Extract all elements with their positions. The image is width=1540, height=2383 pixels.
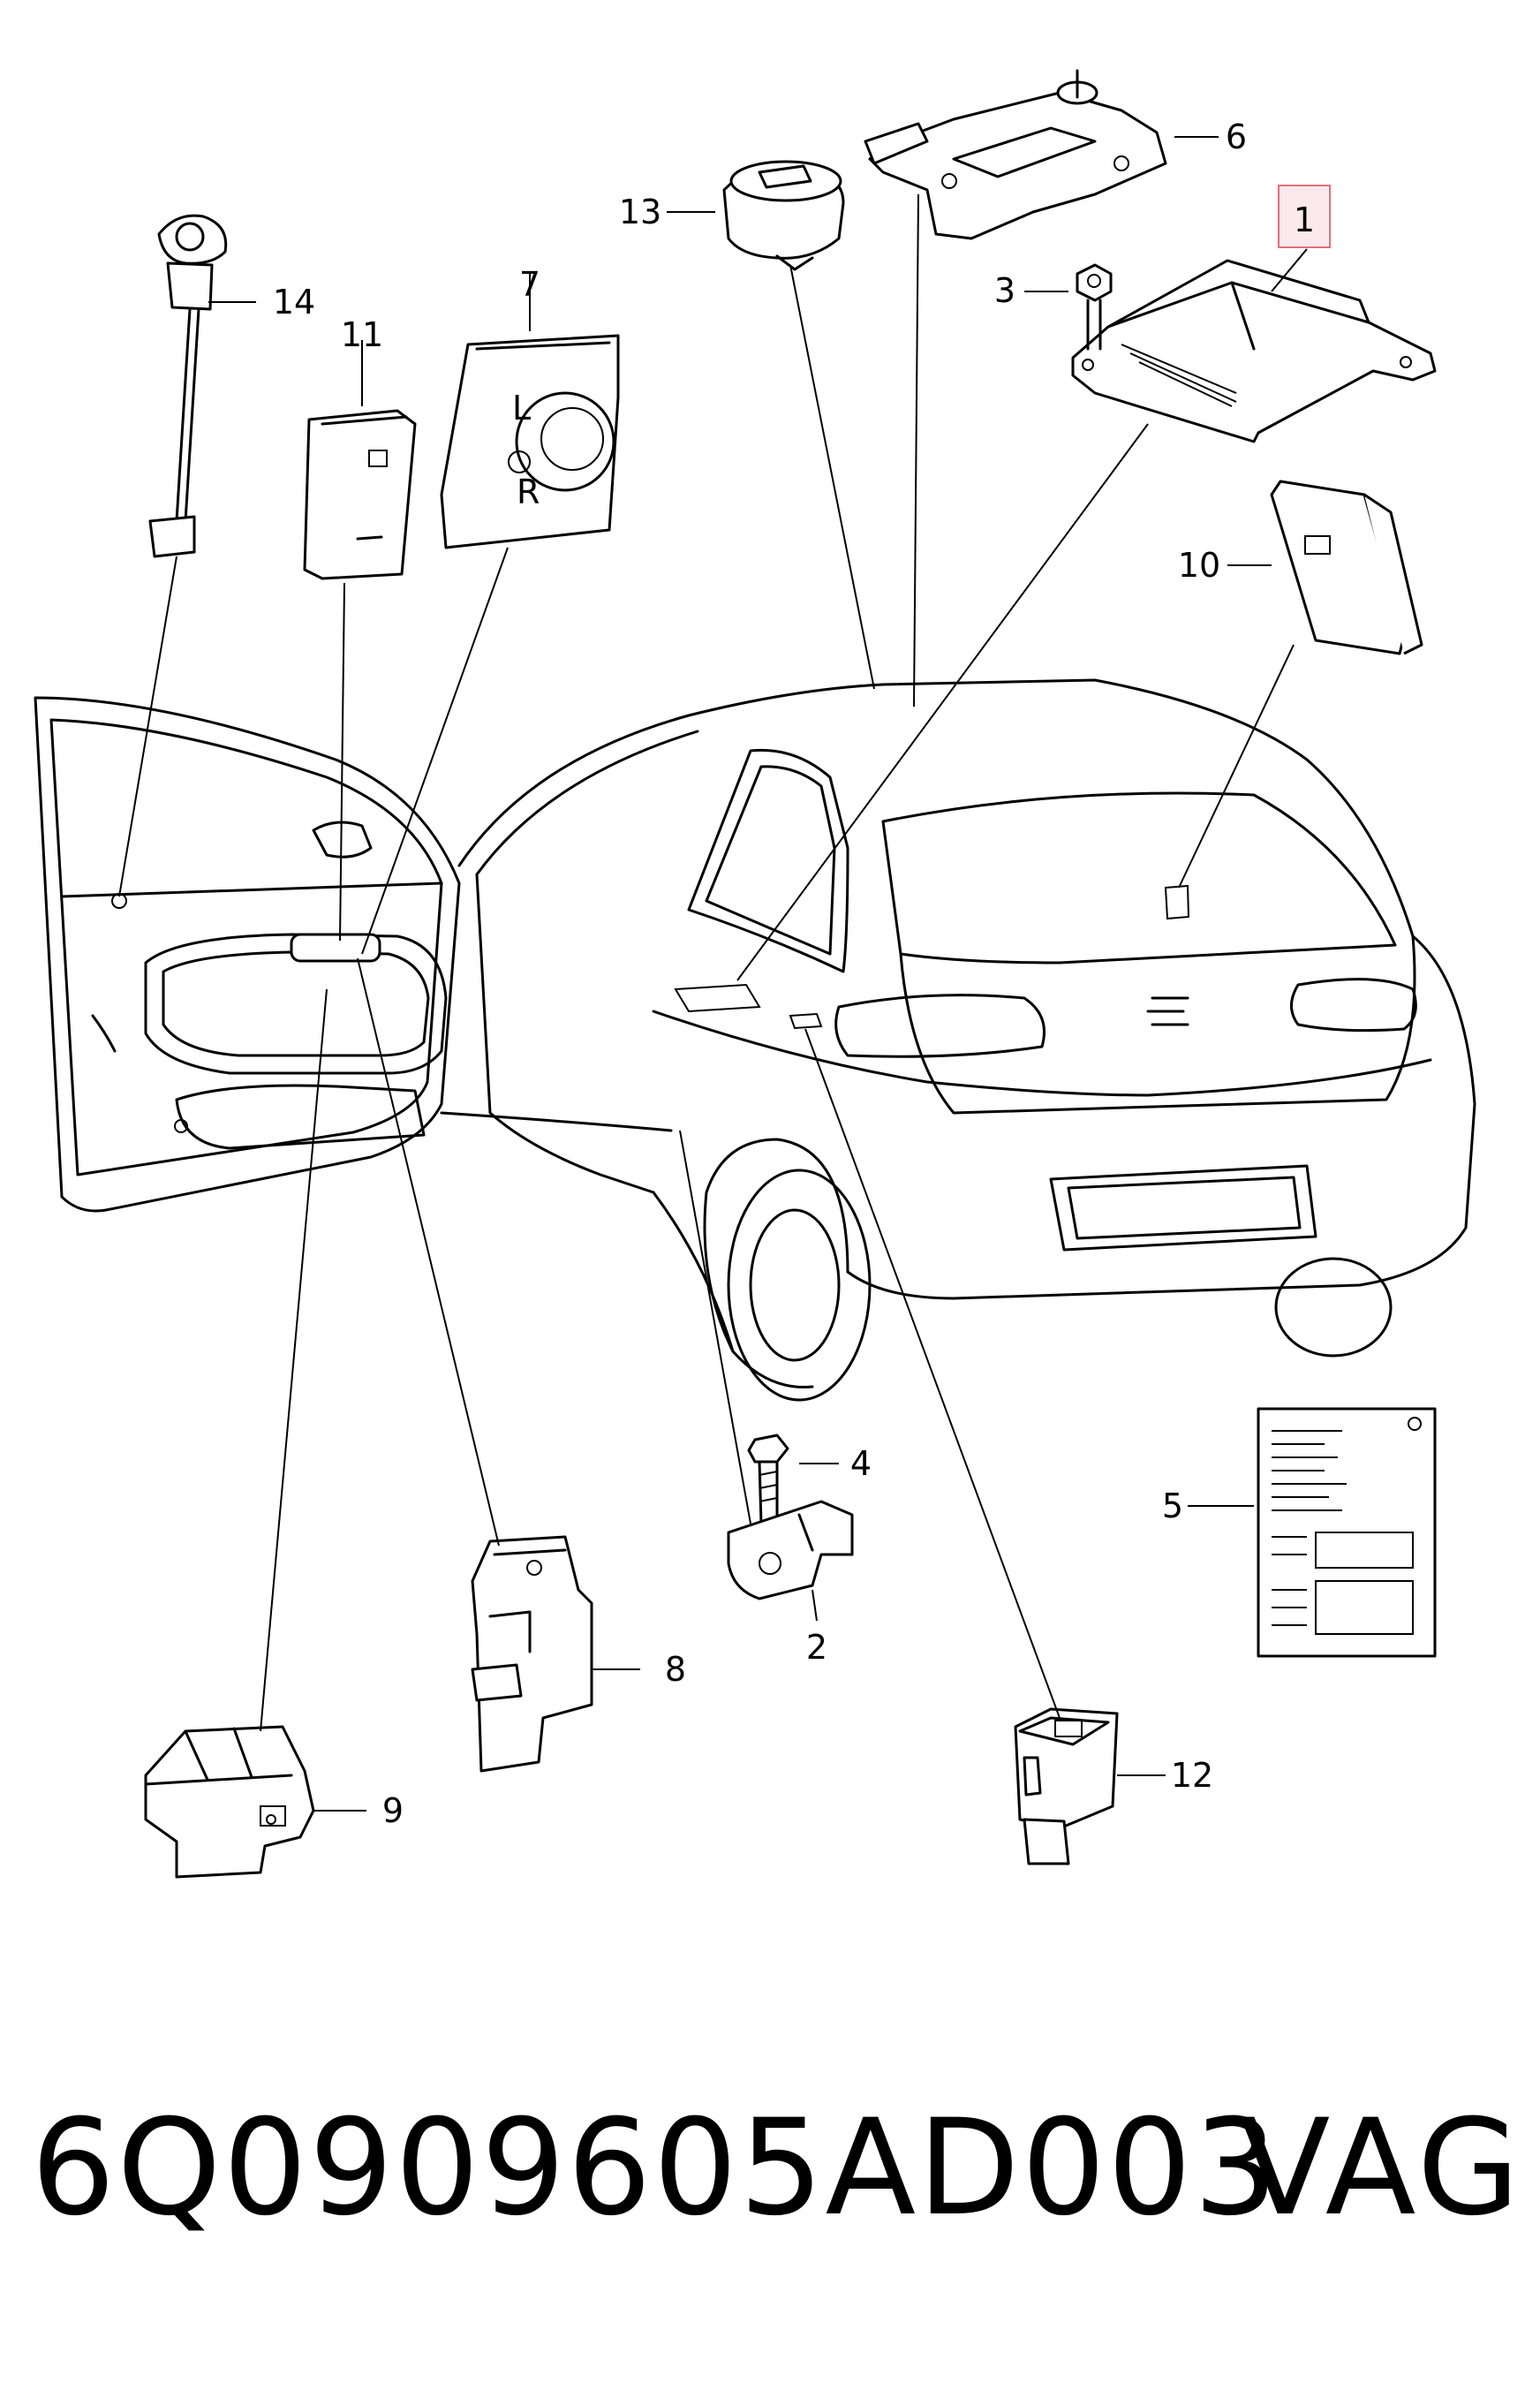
part-14-wired-sensor: [148, 214, 228, 558]
callout-7: 7: [519, 265, 540, 304]
mirror-right-mark: R: [517, 473, 540, 511]
callout-6: 6: [1226, 117, 1247, 156]
part-7-mirror-switch: L R: [440, 334, 620, 549]
part-3-nut: [1076, 263, 1113, 351]
mirror-left-mark: L: [512, 389, 531, 427]
callout-5: 5: [1162, 1487, 1183, 1525]
leader-lines: [118, 136, 1308, 1812]
part-6-actuator: [864, 69, 1167, 240]
part-number: 6Q0909605AD003: [31, 2092, 1280, 2245]
callout-2: 2: [806, 1628, 827, 1667]
callout-8: 8: [665, 1650, 686, 1689]
callout-1-highlight-box: [1278, 185, 1331, 248]
part-13-sensor: [722, 160, 845, 271]
footer: 6Q0909605AD003 VAG: [31, 2098, 1523, 2239]
callout-11: 11: [341, 315, 383, 354]
callout-1: 1: [1294, 200, 1315, 239]
callout-12: 12: [1171, 1756, 1213, 1795]
part-2-bracket: [727, 1500, 854, 1600]
part-12-switch: [1014, 1707, 1119, 1865]
car-body: [34, 678, 1476, 1402]
callout-13: 13: [619, 193, 661, 231]
part-10-switch-panel: [1270, 480, 1423, 655]
brand-name: VAG: [1239, 2092, 1523, 2245]
part-5-label-sheet: [1257, 1407, 1437, 1658]
callout-10: 10: [1178, 546, 1220, 585]
part-8-switch: [471, 1535, 593, 1773]
callout-9: 9: [382, 1791, 404, 1830]
part-1-airbag-control-unit: [1071, 259, 1437, 443]
callouts: 1 2 3 4 5 6 7 8 9 10 11 12 13 14: [273, 117, 1331, 1830]
part-4-bolt: [747, 1434, 789, 1525]
callout-3: 3: [994, 271, 1015, 310]
part-9-double-switch: [144, 1725, 315, 1879]
callout-4: 4: [850, 1444, 872, 1483]
part-11-switch-panel: [303, 409, 417, 580]
callout-14: 14: [273, 283, 315, 322]
